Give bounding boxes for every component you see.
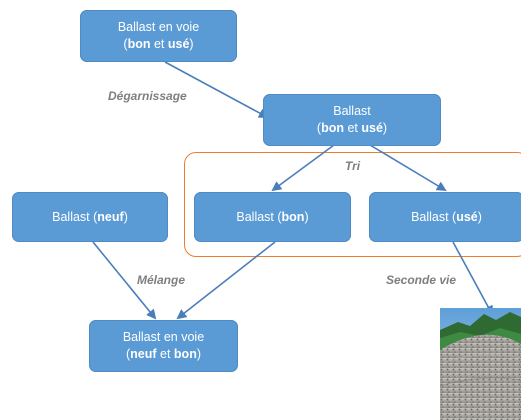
node-line2: (neuf et bon) bbox=[125, 347, 202, 361]
arrow-bon-to-final bbox=[176, 241, 276, 320]
arrow-degarnissage bbox=[164, 61, 269, 118]
node-label: Ballast (usé) bbox=[411, 209, 482, 224]
arrow-neuf-to-final bbox=[92, 241, 157, 320]
arrow-tri-to-use bbox=[369, 144, 447, 192]
node-ballast-bon: Ballast (bon) bbox=[194, 192, 351, 242]
tri-group-frame bbox=[184, 152, 521, 257]
label-melange: Mélange bbox=[137, 273, 186, 287]
label-seconde-vie: Seconde vie bbox=[386, 273, 457, 287]
ballast-pile-photo bbox=[440, 308, 521, 420]
node-line1: Ballast bbox=[333, 104, 371, 118]
node-label: Ballast (bon) bbox=[236, 209, 309, 224]
node-line2: (bon et usé) bbox=[123, 37, 194, 51]
arrow-tri-to-bon bbox=[271, 144, 335, 192]
node-ballast-use: Ballast (usé) bbox=[369, 192, 521, 242]
label-tri: Tri bbox=[345, 159, 361, 173]
arrow-seconde-vie bbox=[452, 241, 493, 316]
node-ballast-en-voie-initial: Ballast en voie (bon et usé) bbox=[80, 10, 237, 62]
node-line1: Ballast en voie bbox=[122, 330, 205, 344]
node-ballast-mixte: Ballast (bon et usé) bbox=[263, 94, 441, 146]
node-ballast-en-voie-final: Ballast en voie (neuf et bon) bbox=[89, 320, 238, 372]
node-line1: Ballast en voie bbox=[117, 20, 200, 34]
node-line2: (bon et usé) bbox=[316, 121, 388, 135]
label-degarnissage: Dégarnissage bbox=[108, 89, 187, 103]
node-label: Ballast (neuf) bbox=[52, 209, 128, 224]
node-ballast-neuf: Ballast (neuf) bbox=[12, 192, 168, 242]
